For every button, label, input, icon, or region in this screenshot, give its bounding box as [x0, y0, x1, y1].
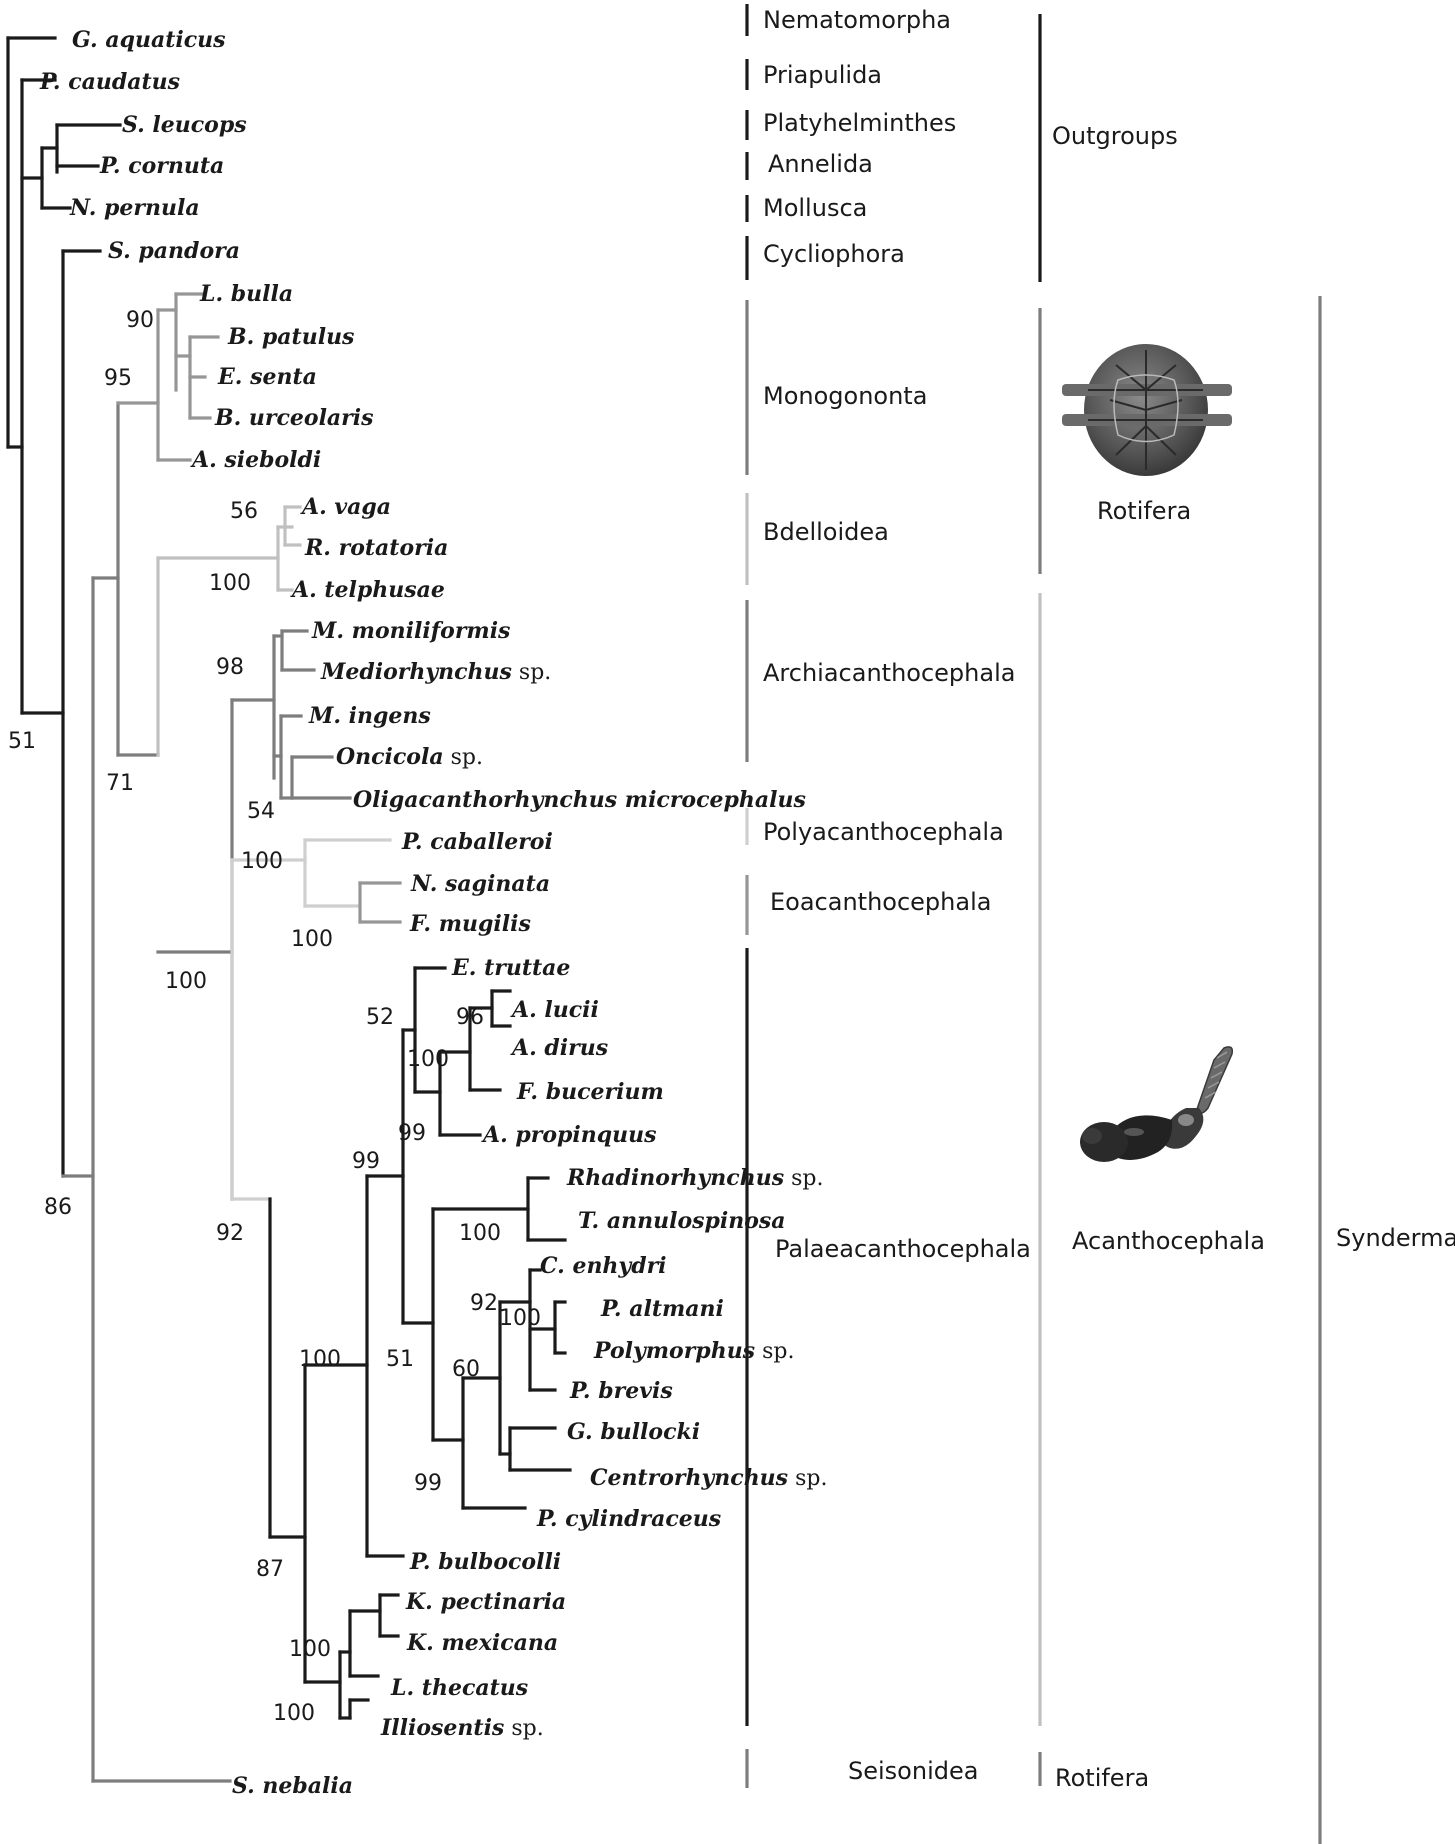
taxon-label: S. nebalia — [232, 1773, 353, 1799]
taxon-label: L. bulla — [199, 281, 293, 307]
taxon-label: C. enhydri — [540, 1253, 667, 1279]
taxon-label: G. aquaticus — [72, 27, 226, 53]
taxon-label: A. vaga — [300, 494, 391, 520]
taxon-label: G. bullocki — [567, 1419, 700, 1445]
support-value: 100 — [209, 571, 251, 596]
taxon-label: P. caballeroi — [401, 829, 553, 855]
taxon-label: E. truttae — [451, 955, 570, 981]
taxon-label: B. urceolaris — [214, 405, 374, 431]
support-value: 92 — [216, 1221, 244, 1246]
tree-branches — [6, 36, 572, 1783]
group-label-mollusca: Mollusca — [763, 194, 867, 222]
taxon-label: P. altmani — [600, 1296, 724, 1322]
taxon-label: S. pandora — [108, 238, 240, 264]
taxon-label: K. pectinaria — [405, 1589, 566, 1615]
support-value: 98 — [216, 655, 244, 680]
support-value: 100 — [499, 1306, 541, 1331]
taxon-label: B. patulus — [227, 324, 354, 350]
taxon-label: P. brevis — [569, 1378, 673, 1404]
rotifer-illustration — [1062, 344, 1232, 476]
taxon-label: F. bucerium — [516, 1079, 664, 1105]
group-label-priapulida: Priapulida — [763, 61, 882, 89]
group-label-annelida: Annelida — [768, 150, 873, 178]
taxon-label: R. rotatoria — [304, 535, 448, 561]
group-label-eoacanthocephala: Eoacanthocephala — [770, 888, 991, 916]
taxon-label: Polymorphus sp. — [593, 1338, 794, 1364]
support-value: 86 — [44, 1195, 72, 1220]
taxon-label: P. cylindraceus — [536, 1506, 721, 1532]
support-value: 51 — [8, 729, 36, 754]
support-value: 87 — [256, 1557, 284, 1582]
support-value: 100 — [273, 1701, 315, 1726]
group-labels: NematomorphaPriapulidaPlatyhelminthesAnn… — [763, 6, 1455, 1792]
support-value: 92 — [470, 1291, 498, 1316]
support-value: 71 — [106, 771, 134, 796]
taxon-labels: G. aquaticus P. caudatus S. leucops P. corn… — [39, 27, 827, 1799]
support-value: 100 — [289, 1637, 331, 1662]
taxon-label: Rhadinorhynchus sp. — [566, 1165, 823, 1191]
taxon-label: A. lucii — [510, 997, 599, 1023]
group-label-archiacanthocephala: Archiacanthocephala — [763, 659, 1015, 687]
support-value: 56 — [230, 499, 258, 524]
taxon-label: A. sieboldi — [190, 447, 321, 473]
support-value: 60 — [452, 1357, 480, 1382]
super-group-label-outgroups: Outgroups — [1052, 122, 1178, 150]
taxon-label: A. dirus — [510, 1035, 608, 1061]
taxon-label: M. ingens — [308, 703, 431, 729]
support-value: 95 — [104, 366, 132, 391]
support-value: 54 — [247, 799, 275, 824]
support-value: 100 — [299, 1347, 341, 1372]
taxon-label: Oligacanthorhynchus microcephalus — [353, 787, 806, 813]
group-label-nematomorpha: Nematomorpha — [763, 6, 951, 34]
taxon-label: P. caudatus — [39, 69, 180, 95]
support-value: 99 — [414, 1471, 442, 1496]
support-value: 100 — [459, 1221, 501, 1246]
group-label-cycliophora: Cycliophora — [763, 240, 905, 268]
super-group-label-rotifera_seisonidea: Rotifera — [1055, 1764, 1149, 1792]
taxon-label: A. propinquus — [481, 1122, 657, 1148]
super-group-label-syndermata: Syndermata — [1336, 1224, 1455, 1252]
group-label-palaeacanthocephala: Palaeacanthocephala — [775, 1235, 1031, 1263]
support-value: 90 — [126, 308, 154, 333]
group-bars — [745, 4, 1322, 1844]
super-group-label-acanthocephala: Acanthocephala — [1072, 1227, 1265, 1255]
taxon-label: S. leucops — [122, 112, 247, 138]
taxon-label: E. senta — [217, 364, 317, 390]
taxon-label: P. bulbocolli — [409, 1549, 561, 1575]
group-label-platyhelminthes: Platyhelminthes — [763, 109, 956, 137]
taxon-label: L. thecatus — [390, 1675, 528, 1701]
taxon-label: K. mexicana — [406, 1630, 558, 1656]
group-label-polyacanthocephala: Polyacanthocephala — [763, 818, 1004, 846]
support-value: 51 — [386, 1347, 414, 1372]
group-label-monogononta: Monogononta — [763, 382, 927, 410]
group-label-bdelloidea: Bdelloidea — [763, 518, 889, 546]
support-value: 96 — [456, 1005, 484, 1030]
taxon-label: P. cornuta — [99, 153, 224, 179]
super-group-label-rotifera: Rotifera — [1097, 497, 1191, 525]
support-value: 52 — [366, 1005, 394, 1030]
taxon-label: N. saginata — [410, 871, 550, 897]
taxon-label: Mediorhynchus sp. — [320, 659, 551, 685]
support-value: 100 — [241, 849, 283, 874]
support-value: 99 — [352, 1149, 380, 1174]
support-value: 100 — [291, 927, 333, 952]
taxon-label: Illiosentis sp. — [380, 1715, 544, 1741]
acanthocephalan-illustration — [1080, 1046, 1234, 1162]
taxon-label: N. pernula — [69, 195, 200, 221]
support-value: 99 — [398, 1121, 426, 1146]
taxon-label: M. moniliformis — [311, 618, 510, 644]
taxon-label: A. telphusae — [290, 577, 445, 603]
group-label-seisonidea: Seisonidea — [848, 1757, 978, 1785]
taxon-label: F. mugilis — [409, 911, 531, 937]
support-value: 100 — [165, 969, 207, 994]
taxon-label: Oncicola sp. — [336, 744, 483, 770]
support-value: 100 — [407, 1047, 449, 1072]
support-values: 5186719590561001009854100100928710099521… — [8, 308, 541, 1726]
taxon-label: T. annulospinosa — [578, 1208, 786, 1234]
taxon-label: Centrorhynchus sp. — [590, 1465, 827, 1491]
